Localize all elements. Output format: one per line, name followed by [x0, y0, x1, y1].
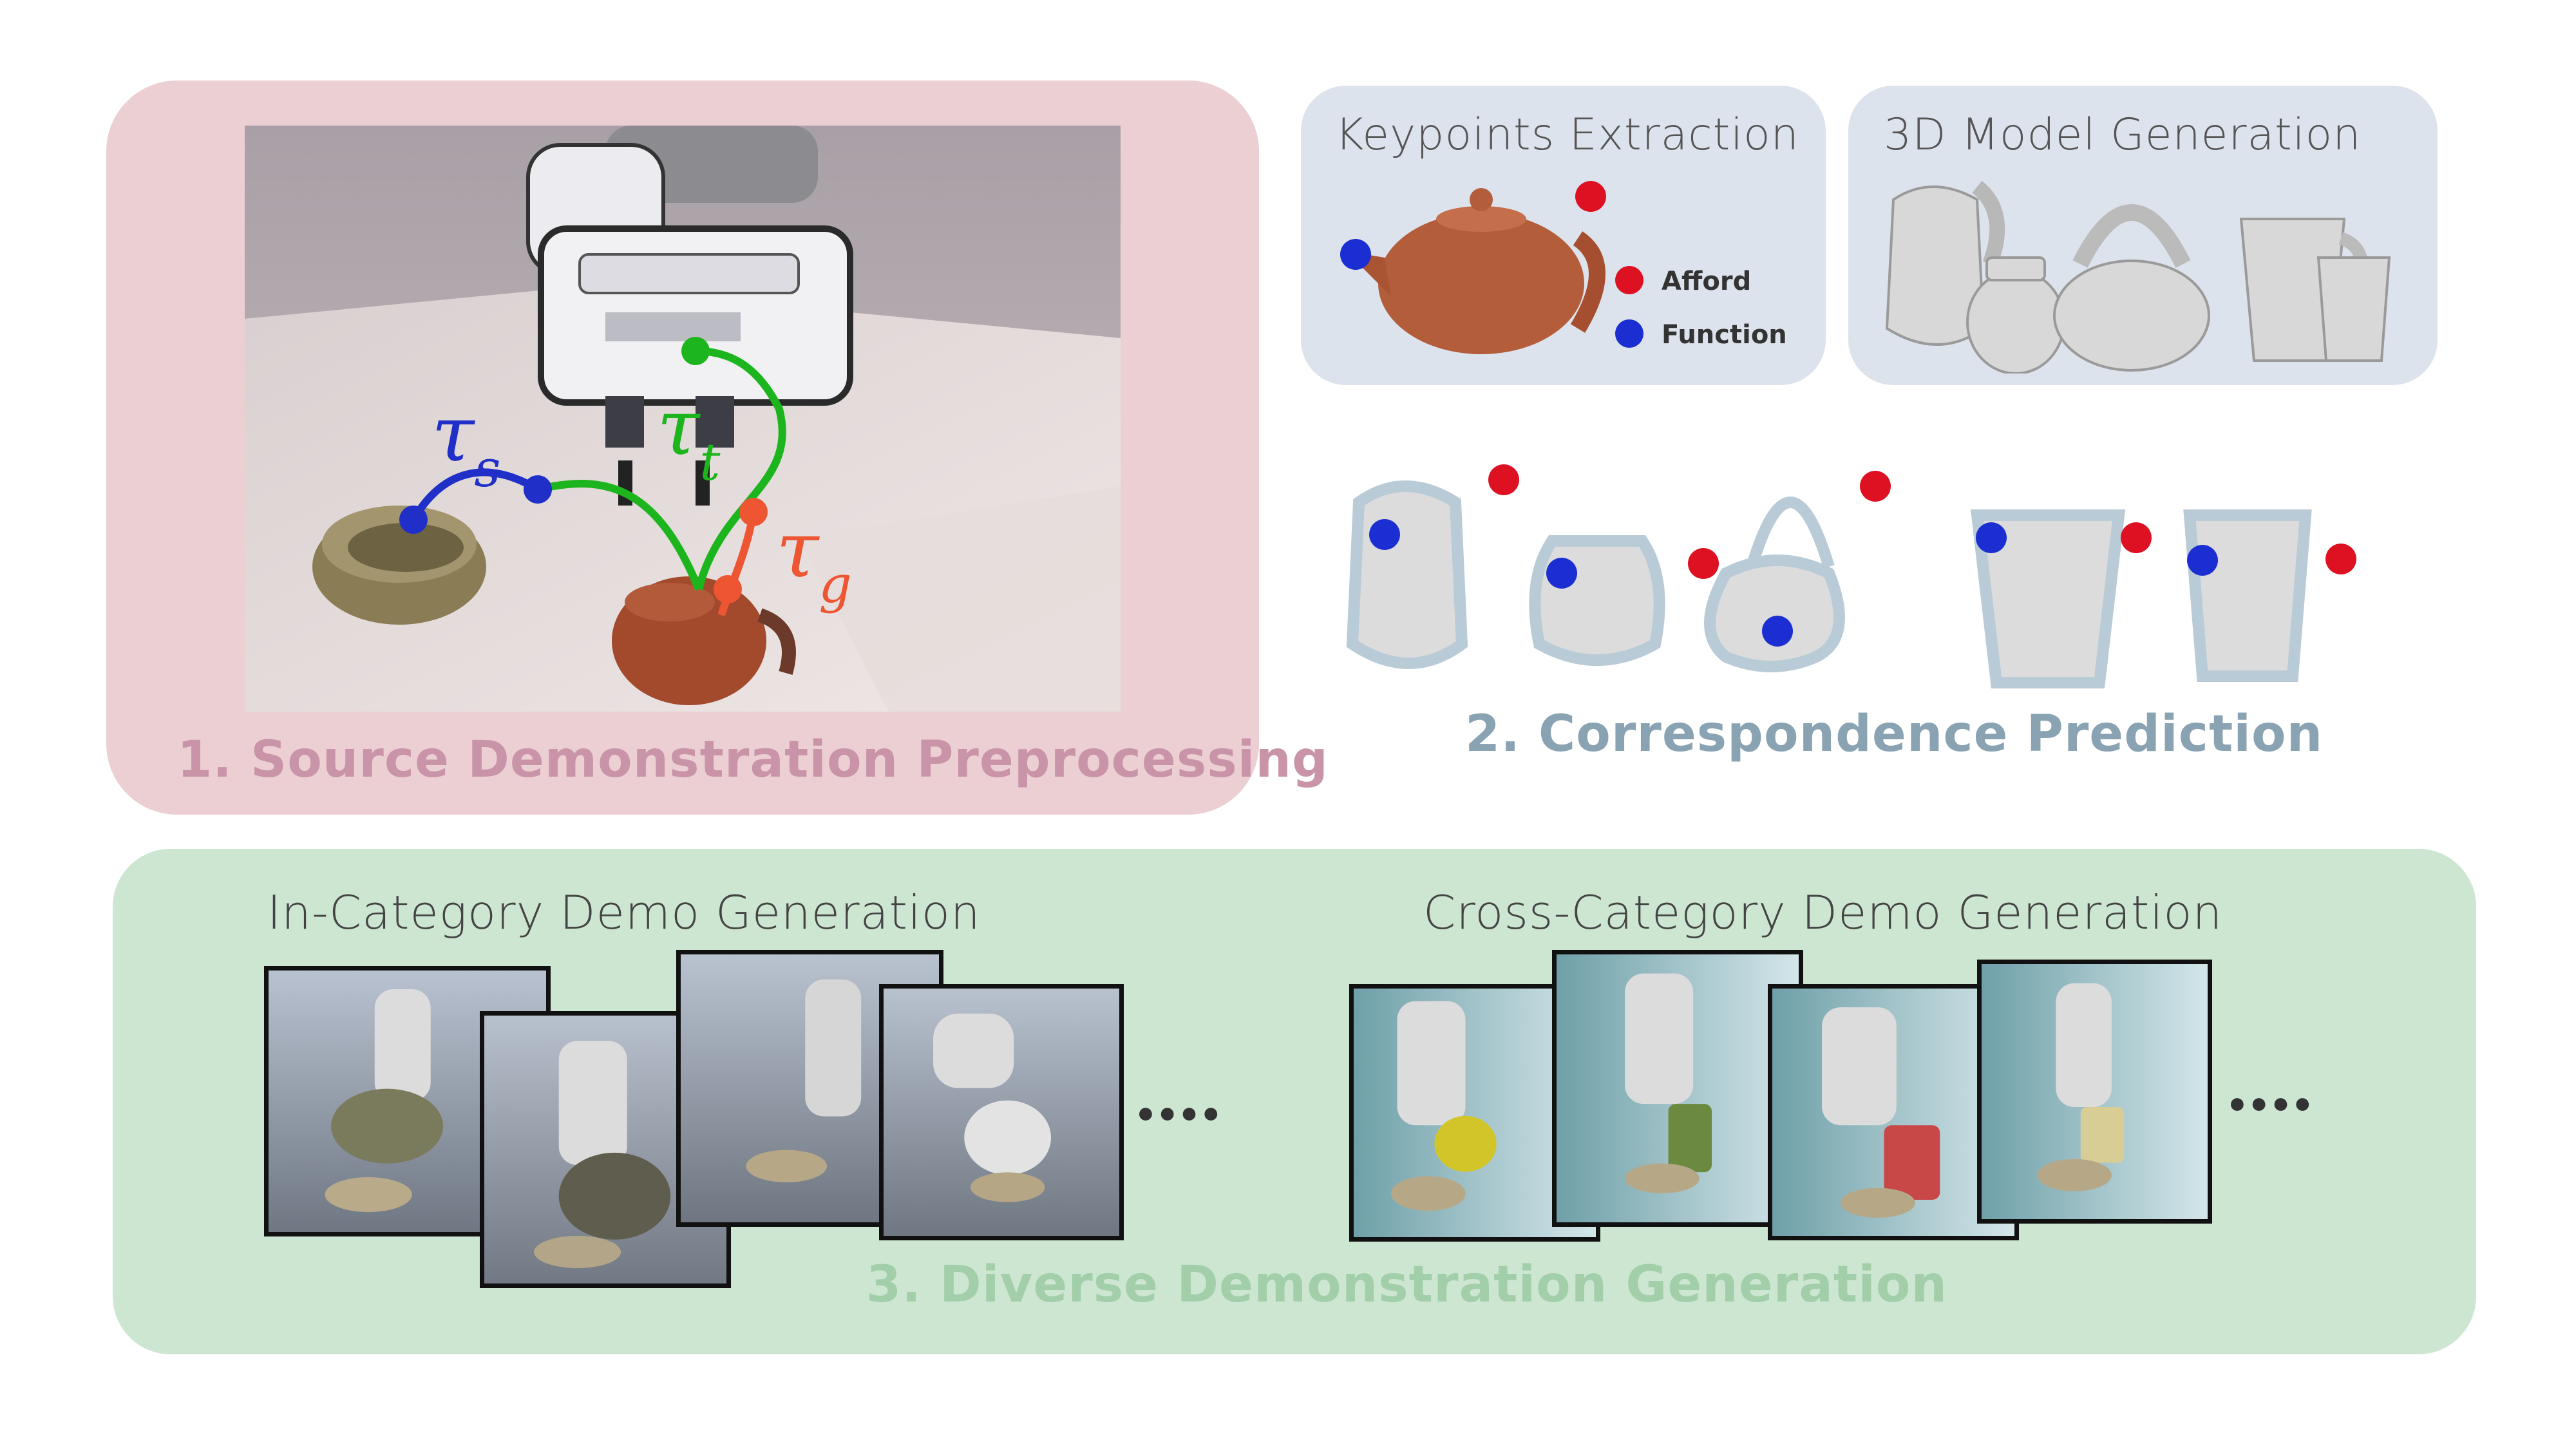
panel2-caption: 2. Correspondence Prediction [1465, 705, 2324, 763]
keypoints-extraction-box [1301, 86, 1826, 385]
corr-function-point [1369, 519, 1400, 550]
generated-models-figure [1885, 180, 2391, 374]
corr-function-point [2187, 545, 2218, 576]
correspondence-models-row [1346, 464, 2356, 688]
grasp-start-point [739, 498, 768, 526]
corr-afford-point [2121, 522, 2152, 553]
corr-function-point [1762, 616, 1793, 647]
corr-afford-point [1688, 548, 1719, 579]
cross-category-frame [1552, 950, 1803, 1227]
function-keypoint [1340, 239, 1371, 270]
transfer-start-point [681, 337, 710, 365]
teapot-keypoints-figure: Afford Function [1340, 181, 1787, 354]
corr-afford-point [1488, 464, 1519, 495]
robot-gripper [526, 126, 853, 506]
panel3-caption: 3. Diverse Demonstration Generation [866, 1256, 1947, 1314]
tau-g-label: τg [776, 506, 852, 614]
in-category-title: In-Category Demo Generation [267, 886, 981, 940]
model-generation-title: 3D Model Generation [1884, 109, 2362, 160]
source-demo-scene: τs τt τg [245, 126, 1121, 712]
transfer-trajectory-lower [536, 480, 703, 591]
teapot-object [612, 576, 796, 705]
source-start-point [399, 506, 428, 534]
source-trajectory [410, 468, 540, 522]
bowl-object [312, 506, 486, 625]
corr-afford-point [1860, 471, 1891, 502]
corr-function-point [1976, 522, 2007, 553]
transfer-trajectory [695, 347, 786, 591]
afford-legend-dot [1615, 266, 1643, 294]
source-end-point [524, 475, 552, 504]
cross-category-frame [1977, 960, 2212, 1224]
corr-afford-point [2325, 544, 2356, 574]
in-category-ellipsis: ●●●● [1137, 1095, 1224, 1129]
panel1-caption: 1. Source Demonstration Preprocessing [177, 731, 1329, 789]
function-legend-dot [1615, 319, 1643, 348]
cross-category-title: Cross-Category Demo Generation [1423, 886, 2223, 940]
function-legend-label: Function [1662, 320, 1787, 350]
corr-function-point [1546, 558, 1577, 589]
afford-legend-label: Afford [1662, 267, 1751, 296]
in-category-frame [879, 984, 1124, 1240]
keypoints-title: Keypoints Extraction [1335, 109, 1799, 160]
tau-s-label: τs [431, 390, 500, 498]
tau-t-label: τt [657, 383, 721, 492]
cross-category-ellipsis: ●●●● [2228, 1086, 2316, 1119]
grasp-end-point [714, 575, 742, 603]
afford-keypoint [1575, 181, 1606, 212]
